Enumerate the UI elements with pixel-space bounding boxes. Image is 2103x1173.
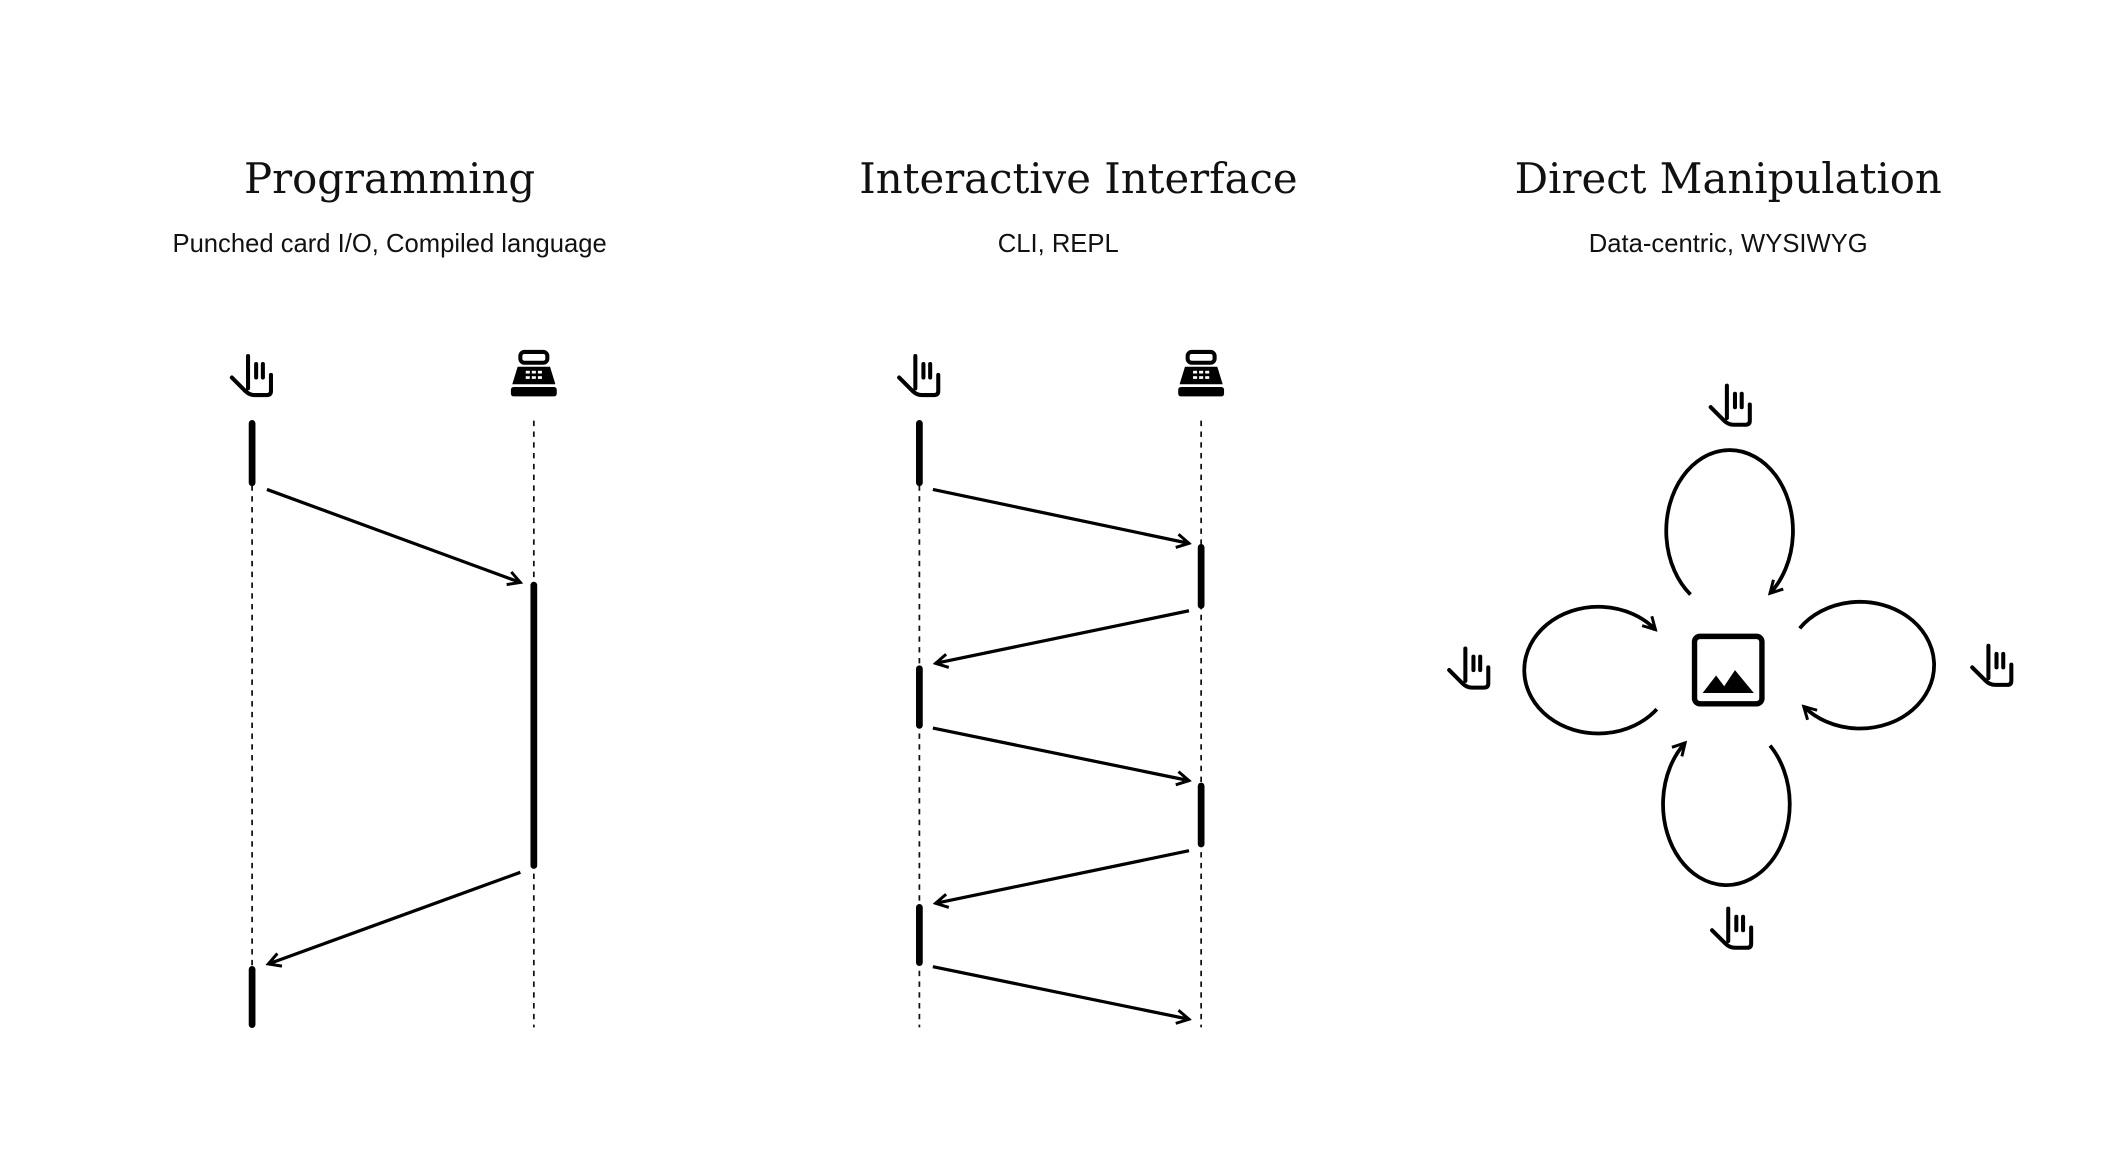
panel-subtitle: Data-centric, WYSIWYG (1589, 230, 1868, 258)
message-arrow (268, 870, 521, 964)
loop-arrow-top (1664, 448, 1795, 596)
message-arrow (932, 726, 1189, 781)
panel-interactive-interface: Interactive Interface CLI, REPL (859, 154, 1298, 1028)
hand-pointer-icon (1712, 909, 1751, 948)
hand-pointer-icon (1972, 646, 2011, 685)
message-arrow (932, 965, 1189, 1020)
panel-direct-manipulation: Direct Manipulation Data-centric, WYSIWY… (1449, 154, 2011, 948)
panel-title: Programming (244, 154, 535, 203)
cash-register-icon (511, 352, 557, 396)
cash-register-icon (1178, 352, 1224, 396)
hand-pointer-icon (1711, 386, 1750, 425)
message-arrow (936, 609, 1190, 664)
loop-arrow-bottom (1661, 743, 1792, 887)
message-arrow (936, 849, 1190, 904)
loop-arrow-right (1798, 599, 1936, 731)
panel-subtitle: CLI, REPL (998, 230, 1119, 258)
panel-programming: Programming Punched card I/O, Compiled l… (172, 154, 607, 1028)
hand-pointer-icon (1449, 649, 1488, 688)
panel-title: Direct Manipulation (1515, 154, 1942, 203)
hand-pointer-icon (232, 356, 271, 395)
message-arrow (932, 487, 1189, 543)
hand-pointer-icon (899, 356, 938, 395)
message-arrow (266, 487, 520, 582)
panel-subtitle: Punched card I/O, Compiled language (172, 230, 606, 258)
image-icon (1691, 633, 1765, 707)
panel-title: Interactive Interface (859, 154, 1297, 203)
loop-arrow-left (1522, 604, 1659, 736)
